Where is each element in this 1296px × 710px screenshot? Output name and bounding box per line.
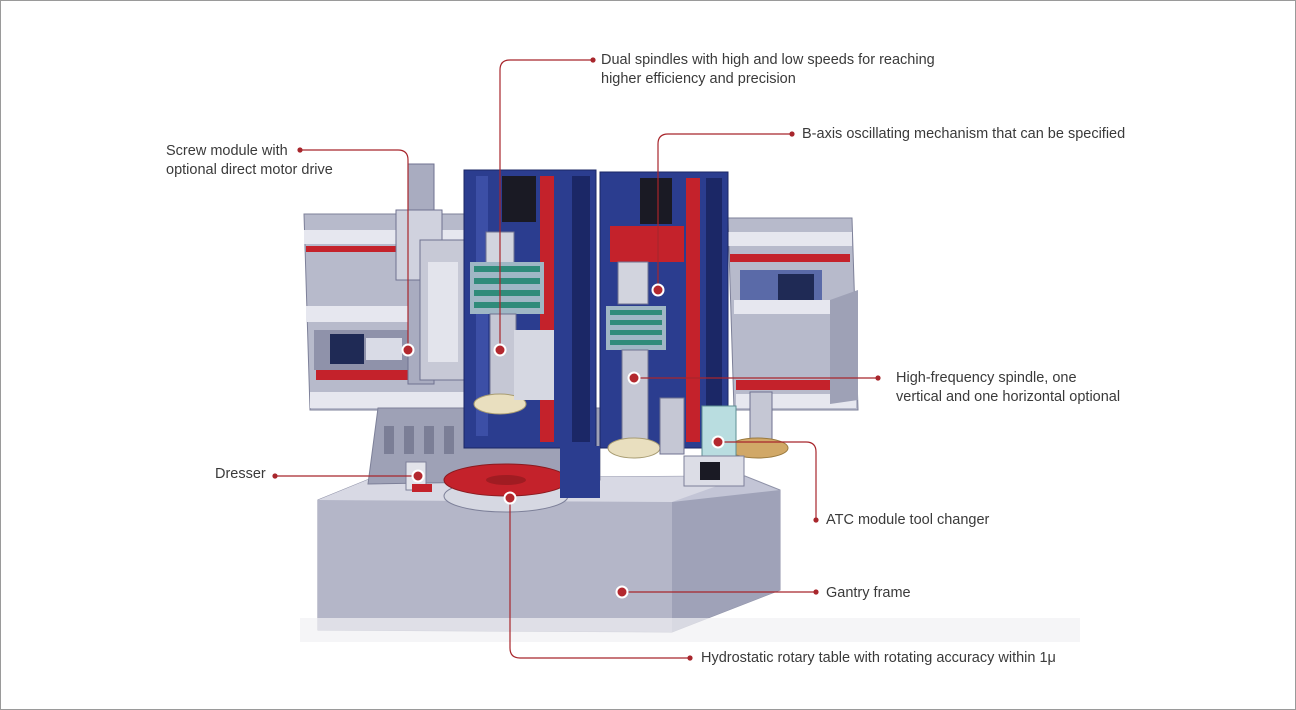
gantry-frame-illustration (300, 475, 1080, 642)
rotary-table-illustration (405, 446, 600, 513)
callout-atc-line1: ATC module tool changer (826, 512, 990, 528)
callout-marker-icon (493, 343, 507, 357)
callout-marker-icon (627, 371, 641, 385)
callout-rotary-table: Hydrostatic rotary table with rotating a… (701, 649, 1056, 668)
callout-dual-spindles: Dual spindles with high and low speeds f… (601, 51, 935, 89)
callout-screw-module-line1: Screw module with (166, 143, 288, 159)
leader-dot-icon (297, 147, 303, 153)
callout-rotary-table-line1: Hydrostatic rotary table with rotating a… (701, 650, 1056, 666)
leader-atc (718, 441, 817, 520)
callout-screw-module-line2: optional direct motor drive (166, 162, 333, 178)
callout-atc: ATC module tool changer (826, 511, 989, 530)
leader-dual-spindles (499, 59, 593, 350)
callout-hf-spindle: High-frequency spindle, one vertical and… (896, 369, 1120, 407)
right-spindle-column (599, 171, 729, 459)
callout-dresser-line1: Dresser (215, 466, 266, 482)
callout-marker-icon (711, 435, 725, 449)
callout-hf-spindle-line2: vertical and one horizontal optional (896, 389, 1121, 405)
callout-b-axis: B-axis oscillating mechanism that can be… (802, 125, 1125, 144)
callout-dual-spindles-line1: Dual spindles with high and low speeds f… (601, 52, 935, 68)
callout-marker-icon (411, 469, 425, 483)
leader-b-axis (657, 133, 792, 290)
leader-dot-icon (590, 57, 596, 63)
callout-markers (401, 283, 725, 599)
leader-end-dots (272, 57, 881, 661)
callout-gantry-line1: Gantry frame (826, 585, 911, 601)
leader-screw-module (300, 149, 409, 350)
left-spindle-column (463, 169, 597, 449)
leader-dot-icon (813, 517, 819, 523)
callout-marker-icon (401, 343, 415, 357)
leader-dot-icon (272, 473, 278, 479)
leader-dot-icon (687, 655, 693, 661)
callout-dresser: Dresser (215, 465, 266, 484)
callout-marker-icon (503, 491, 517, 505)
callout-hf-spindle-line1: High-frequency spindle, one (896, 370, 1077, 386)
callout-marker-icon (615, 585, 629, 599)
leader-rotary-table (509, 498, 690, 659)
leader-dot-icon (789, 131, 795, 137)
callout-b-axis-line1: B-axis oscillating mechanism that can be… (802, 126, 1126, 142)
leader-dot-icon (813, 589, 819, 595)
callout-screw-module: Screw module with optional direct motor … (166, 142, 333, 180)
callout-gantry: Gantry frame (826, 584, 911, 603)
callout-marker-icon (651, 283, 665, 297)
leader-lines (275, 59, 878, 659)
callout-dual-spindles-line2: higher efficiency and precision (601, 71, 796, 87)
atc-module-illustration (659, 391, 789, 487)
leader-dot-icon (875, 375, 881, 381)
